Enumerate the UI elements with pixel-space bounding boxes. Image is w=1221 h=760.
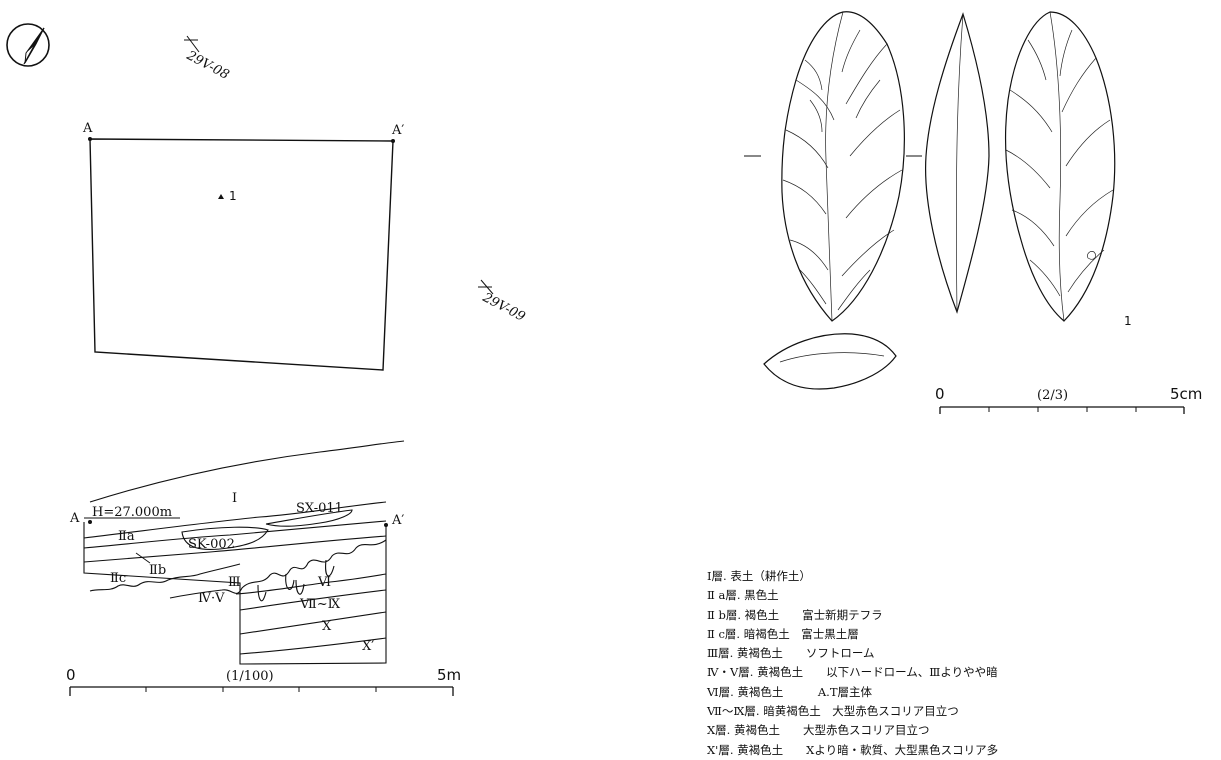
legend-row-8: Ⅶ～Ⅸ層. 暗黄褐色土 大型赤色スコリア目立つ	[707, 704, 959, 719]
section-point-a-prime-marker	[384, 523, 388, 527]
section-point-a: A	[69, 511, 80, 526]
feature-label-sk: SK-002	[188, 537, 235, 552]
artifact-scale-zero: 0	[935, 385, 945, 403]
layer-label-vii-ix: Ⅶ~Ⅸ	[299, 597, 341, 612]
section-drawing	[83, 440, 405, 665]
artifact-side-outline	[925, 12, 990, 314]
layer-label-iv-v: Ⅳ·Ⅴ	[198, 591, 225, 606]
layer-label-i: I	[232, 491, 237, 506]
figure-canvas: 29V-08 29V-09 A A′ 1	[6, 11, 1202, 696]
site-scale-bar: 0 (1/100) 5m	[66, 666, 461, 696]
site-scale-zero: 0	[66, 666, 76, 684]
legend-row-10: Ⅹ'層. 黄褐色土 Ⅹより暗・軟質、大型黒色スコリア多	[707, 742, 999, 757]
grid-marker-top	[184, 35, 200, 53]
legend-row-4: Ⅱ c層. 暗褐色土 富士黒土層	[707, 626, 859, 641]
artifact-cross-section	[763, 333, 897, 390]
point-a-prime-marker	[391, 139, 395, 143]
layer-label-iia: Ⅱa	[118, 529, 135, 544]
excavation-outline	[89, 138, 394, 371]
layer-label-x: X	[322, 619, 332, 634]
site-scale-end: 5m	[437, 666, 461, 684]
section-point-a-marker	[88, 520, 92, 524]
north-arrow-icon	[6, 23, 50, 67]
legend-row-9: Ⅹ層. 黄褐色土 大型赤色スコリア目立つ	[707, 723, 930, 738]
find-label: 1	[229, 189, 237, 203]
layer-label-iic: Ⅱc	[110, 571, 126, 586]
grid-label-top: 29V-08	[183, 48, 231, 83]
grid-label-right: 29V-09	[479, 290, 527, 325]
legend-row-2: Ⅱ a層. 黒色土	[707, 588, 779, 603]
artifact-drawing	[744, 11, 1116, 390]
artifact-scale-end: 5cm	[1170, 385, 1202, 403]
artifact-scale-bar: 0 (2/3) 5cm	[935, 385, 1202, 414]
layer-legend: Ⅰ層. 表土（耕作土） Ⅱ a層. 黒色土 Ⅱ b層. 褐色土 富士新期テフラ …	[707, 567, 1207, 760]
site-scale-ratio: (1/100)	[226, 669, 274, 684]
layer-label-iii: Ⅲ	[228, 575, 241, 590]
artifact-number: 1	[1124, 314, 1132, 328]
legend-row-7: Ⅵ層. 黄褐色土 A.T層主体	[707, 684, 873, 699]
grid-marker-right	[478, 279, 494, 295]
artifact-flake-scars	[779, 11, 1114, 363]
legend-row-3: Ⅱ b層. 褐色土 富士新期テフラ	[707, 607, 883, 622]
layer-label-iib: Ⅱb	[149, 563, 166, 578]
layer-label-x-prime: X′	[362, 639, 374, 654]
layer-label-vi: Ⅵ	[317, 575, 331, 590]
feature-label-sx: SX-011	[296, 501, 343, 516]
section-point-a-prime: A′	[391, 513, 404, 528]
artifact-scale-ratio: (2/3)	[1037, 388, 1068, 403]
find-point-icon	[218, 194, 224, 199]
plan-point-a-prime: A′	[391, 123, 404, 138]
legend-row-1: Ⅰ層. 表土（耕作土）	[707, 569, 811, 583]
section-labels: A H=27.000m A′ I Ⅱa Ⅱb Ⅱc Ⅲ Ⅳ·Ⅴ Ⅵ Ⅶ~Ⅸ X …	[69, 491, 404, 654]
point-a-marker	[88, 137, 92, 141]
legend-row-6: Ⅳ・Ⅴ層. 黄褐色土 以下ハードローム、Ⅲよりやや暗	[707, 665, 998, 680]
section-datum-label: H=27.000m	[92, 505, 172, 520]
plan-view: 29V-08 29V-09 A A′ 1	[82, 35, 527, 371]
plan-point-a: A	[82, 121, 93, 136]
legend-row-5: Ⅲ層. 黄褐色土 ソフトローム	[707, 646, 875, 661]
